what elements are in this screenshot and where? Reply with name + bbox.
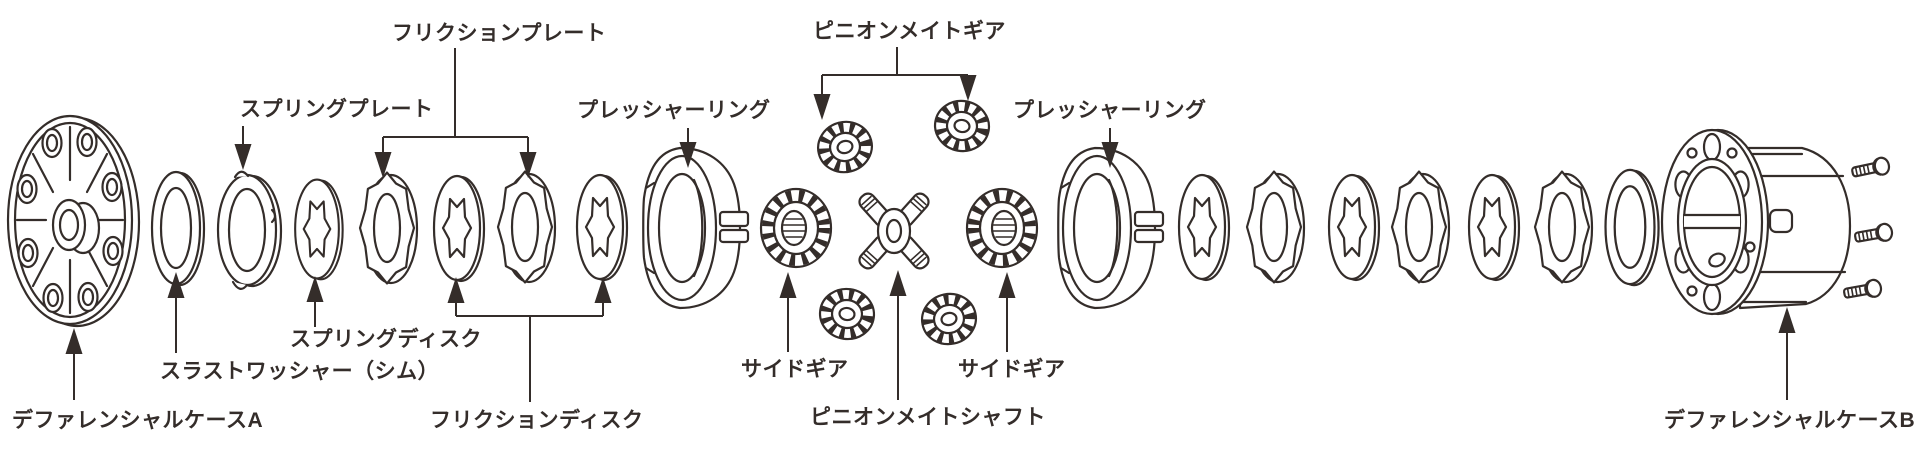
label-spring-disc: スプリングディスク: [290, 328, 483, 351]
friction-disc-1-drawing: [432, 174, 486, 283]
callout-spring-disc: [306, 276, 324, 327]
thrust-washer-1-drawing: [150, 170, 206, 287]
callout-spring-plate: [234, 126, 252, 170]
callout-pinion-mate-shaft: [889, 270, 907, 400]
case-bolt-1-drawing: [1849, 155, 1892, 182]
case-bolt-3-drawing: [1841, 277, 1884, 303]
callout-side-gear-left: [779, 272, 797, 352]
label-differential-case-b: デファレンシャルケースB: [1664, 409, 1916, 432]
friction-plate-2-drawing: [496, 170, 557, 284]
differential-case-b-drawing: [1660, 128, 1852, 316]
pressure-ring-right-drawing: [1057, 146, 1165, 310]
callout-differential-case-b: [1778, 307, 1796, 400]
friction-plate-1-drawing: [358, 171, 419, 285]
side-gear-left-drawing: [761, 189, 831, 267]
pinion-mate-gear-2-drawing: [931, 97, 993, 156]
label-side-gear-right: サイドギア: [958, 358, 1066, 381]
spring-plate-drawing: [216, 170, 283, 290]
thrust-washer-2-drawing: [1604, 168, 1660, 287]
label-pressure-ring-right: プレッシャーリング: [1013, 99, 1207, 122]
pinion-mate-gear-3-drawing: [817, 285, 877, 342]
pressure-ring-left-drawing: [642, 146, 750, 310]
friction-disc-5-drawing: [1467, 173, 1521, 282]
friction-disc-4-drawing: [1327, 173, 1381, 282]
spring-disc-drawing: [294, 178, 344, 281]
differential-case-a-drawing: [6, 114, 141, 328]
label-side-gear-left: サイドギア: [741, 358, 849, 381]
label-pressure-ring-left: プレッシャーリング: [577, 99, 771, 122]
callout-friction-disc: [447, 277, 612, 402]
callout-differential-case-a: [65, 328, 83, 400]
pinion-mate-shaft-drawing: [855, 189, 933, 273]
callout-pressure-ring-left: [679, 128, 697, 168]
label-pinion-mate-shaft: ピニオンメイトシャフト: [810, 406, 1046, 429]
callout-pinion-mate-gear: [813, 47, 977, 120]
case-a-bolt-holes: [16, 126, 124, 314]
label-thrust-washer-shim: スラストワッシャー（シム）: [160, 360, 440, 383]
callout-side-gear-right: [998, 272, 1016, 352]
friction-plate-3-drawing: [1245, 170, 1306, 284]
callout-friction-plate: [374, 48, 537, 178]
pinion-mate-gear-1-drawing: [812, 116, 877, 178]
callout-pressure-ring-right: [1101, 128, 1119, 168]
case-bolt-2-drawing: [1852, 221, 1895, 247]
label-friction-plate: フリクションプレート: [392, 22, 607, 45]
label-spring-plate: スプリングプレート: [240, 98, 434, 121]
label-pinion-mate-gear: ピニオンメイトギア: [813, 20, 1006, 43]
label-friction-disc: フリクションディスク: [430, 409, 644, 432]
friction-disc-3-drawing: [1177, 173, 1231, 282]
friction-plate-5-drawing: [1533, 170, 1594, 284]
friction-plate-4-drawing: [1390, 170, 1451, 284]
label-differential-case-a: デファレンシャルケースA: [12, 409, 264, 432]
friction-disc-2-drawing: [575, 173, 629, 282]
side-gear-right-drawing: [967, 189, 1037, 267]
callout-thrust-washer: [167, 272, 185, 353]
pinion-mate-gear-4-drawing: [917, 289, 980, 349]
